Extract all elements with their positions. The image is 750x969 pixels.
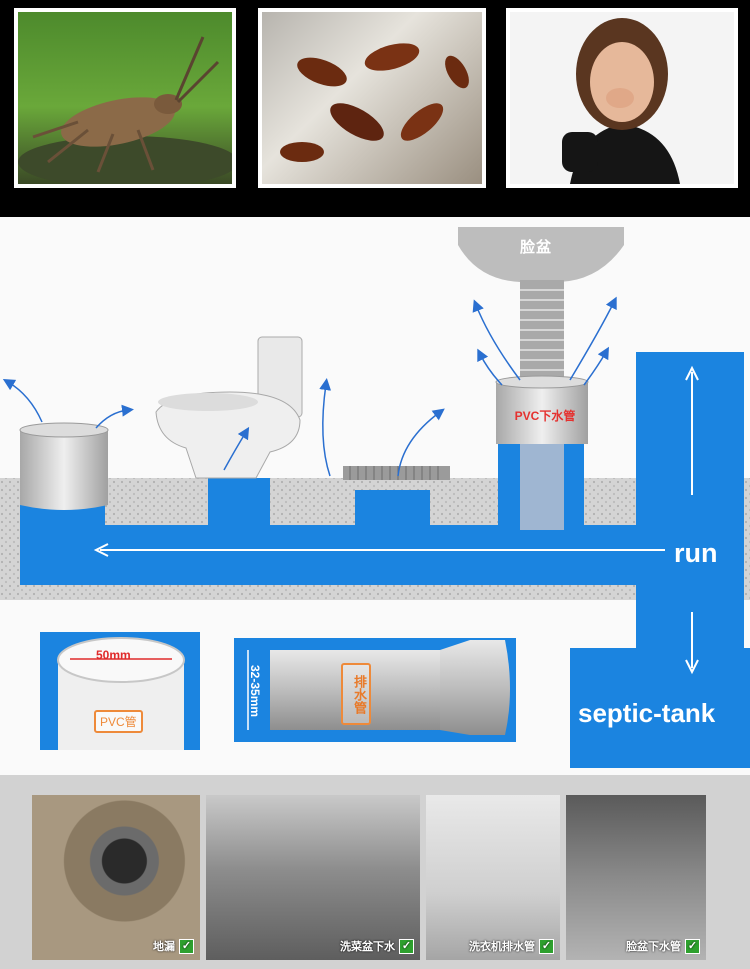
drain-diagram: 脸盆 PVC下水管 run septic-tank 50mm PVC管 32-3… bbox=[0, 217, 750, 775]
bottom-photo-strip: 地漏 ✓ 洗菜盆下水 ✓ 洗衣机排水管 ✓ 脸盆下水管 ✓ bbox=[0, 775, 750, 969]
top-photo-strip bbox=[0, 0, 750, 217]
pvc-down-pipe bbox=[496, 382, 588, 444]
pvc-tube-label: PVC管 bbox=[94, 710, 143, 733]
floor-drain-caption-text: 地漏 bbox=[153, 941, 175, 953]
floor-drain-caption: 地漏 ✓ bbox=[153, 938, 194, 954]
basin-label: 脸盆 bbox=[520, 239, 553, 256]
sink-drain-photo: 洗菜盆下水 ✓ bbox=[206, 795, 420, 960]
check-icon: ✓ bbox=[179, 938, 194, 954]
check-icon: ✓ bbox=[539, 938, 554, 954]
washer-drain-caption-text: 洗衣机排水管 bbox=[469, 941, 535, 953]
pvc-tube-graphic bbox=[40, 632, 200, 750]
sink-drain-caption: 洗菜盆下水 ✓ bbox=[340, 938, 414, 954]
pvc-down-pipe-label: PVC下水管 bbox=[514, 409, 576, 423]
flow-arrows bbox=[93, 365, 699, 675]
drain-diagram-svg bbox=[0, 227, 750, 768]
septic-tank-label: septic-tank bbox=[578, 698, 716, 728]
basin-drain-caption-text: 脸盆下水管 bbox=[626, 941, 681, 953]
floor-drain-pipe bbox=[20, 430, 108, 510]
basin-drain-caption: 脸盆下水管 ✓ bbox=[626, 938, 700, 954]
check-icon: ✓ bbox=[399, 938, 414, 954]
washer-drain-photo: 洗衣机排水管 ✓ bbox=[426, 795, 560, 960]
run-label: run bbox=[674, 538, 718, 568]
cockroach-photo bbox=[258, 8, 486, 188]
basin-drain-photo: 脸盆下水管 ✓ bbox=[566, 795, 706, 960]
drain-tube-label: 排水管 bbox=[341, 663, 371, 725]
woman-holding-nose-photo bbox=[506, 8, 738, 188]
floor-grate bbox=[343, 466, 450, 480]
floor-drain-photo: 地漏 ✓ bbox=[32, 795, 200, 960]
check-icon: ✓ bbox=[685, 938, 700, 954]
water-pipe-network bbox=[20, 352, 750, 768]
toilet bbox=[155, 336, 303, 479]
drain-tube-graphic bbox=[234, 638, 516, 742]
odor-arrows bbox=[2, 296, 617, 477]
basin bbox=[458, 227, 624, 282]
stink-bug-photo bbox=[14, 8, 236, 188]
washer-drain-caption: 洗衣机排水管 ✓ bbox=[469, 938, 554, 954]
drain-size-label: 32-35mm bbox=[248, 664, 262, 718]
pvc-diameter-label: 50mm bbox=[96, 648, 131, 662]
sink-drain-caption-text: 洗菜盆下水 bbox=[340, 941, 395, 953]
